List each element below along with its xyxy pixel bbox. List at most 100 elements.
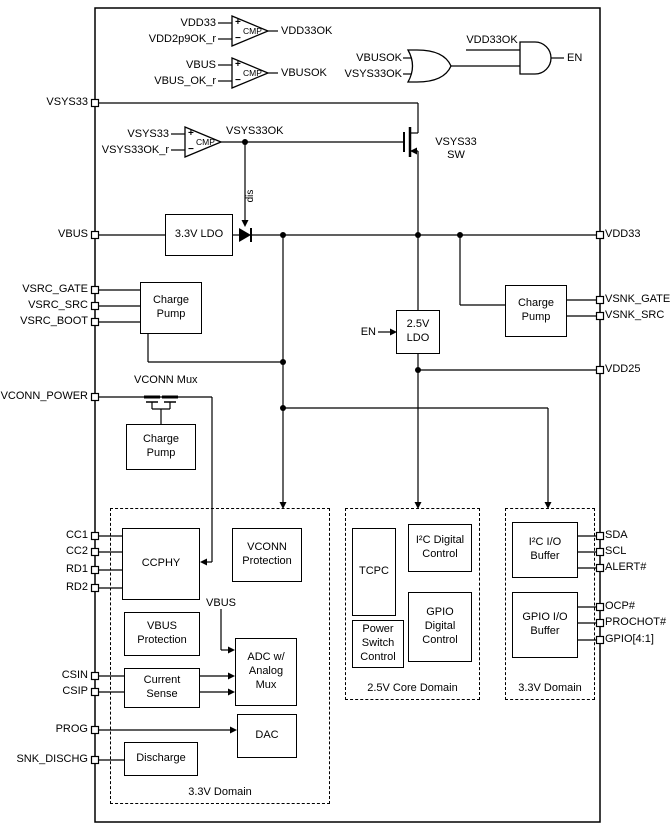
cmp1-in-plus-label: VDD33	[180, 17, 216, 29]
pin-label-vsnk-gate: VSNK_GATE	[605, 293, 671, 305]
pin-label-gpio: GPIO[4:1]	[605, 633, 654, 645]
domain-25v-core	[345, 508, 480, 700]
block-gpio-io-buffer-label: GPIO I/O Buffer	[522, 611, 568, 637]
chip-outline	[94, 7, 601, 823]
pin-label-ocp: OCP#	[605, 600, 635, 612]
pin-label-vbus: VBUS	[58, 228, 88, 240]
block-i2c-digital-control: I²C Digital Control	[408, 524, 472, 572]
comparator-triangle	[231, 15, 270, 47]
pin-label-rd2: RD2	[65, 581, 88, 593]
comparator-logic-wires	[171, 22, 564, 227]
block-ccphy: CCPHY	[122, 528, 200, 600]
block-charge-pump-vconn-label: Charge Pump	[142, 433, 180, 459]
pin-label-vsrc-src: VSRC_SRC	[28, 299, 88, 311]
block-vconn-protection-label: VCONN Protection	[242, 541, 292, 567]
cmp3-minus-sign: −	[188, 144, 194, 155]
block-current-sense-label: Current Sense	[143, 674, 181, 700]
cmp2-minus-sign: −	[235, 75, 241, 86]
comparator-triangle-icons	[184, 15, 270, 158]
domain-33v-right	[505, 508, 595, 700]
block-ccphy-label: CCPHY	[141, 557, 181, 570]
block-charge-pump-source-label: Charge Pump	[152, 294, 190, 320]
en-output-label: EN	[567, 52, 583, 64]
block-gpio-digital-control-label: GPIO Digital Control	[422, 606, 458, 646]
block-charge-pump-source: Charge Pump	[140, 282, 202, 334]
or-in-bottom-label: VSYS33OK	[344, 68, 402, 80]
block-power-switch-control-label: Power Switch Control	[360, 623, 396, 663]
block-gpio-digital-control: GPIO Digital Control	[408, 592, 472, 662]
pin-label-snk-dischg: SNK_DISCHG	[16, 753, 88, 765]
junction-dots	[242, 139, 463, 411]
cmp2-in-minus-label: VBUS_OK_r	[154, 75, 216, 87]
pin-label-scl: SCL	[605, 545, 627, 557]
block-i2c-io-buffer: I²C I/O Buffer	[512, 522, 578, 578]
block-charge-pump-sink: Charge Pump	[505, 285, 567, 337]
vsys33-switch-label: VSYS33 SW	[435, 136, 477, 162]
comparator-triangle	[231, 57, 270, 89]
block-vbus-protection: VBUS Protection	[124, 612, 200, 656]
pin-label-vdd33: VDD33	[605, 228, 641, 240]
domain-33v-left	[110, 508, 330, 804]
block-dac-label: DAC	[255, 729, 279, 742]
cmp1-in-minus-label: VDD2p9OK_r	[148, 33, 216, 45]
cmp3-in-plus-label: VSYS33	[127, 128, 169, 140]
power-rail-wires	[99, 102, 600, 509]
or-in-top-label: VBUSOK	[356, 52, 402, 64]
block-discharge-label: Discharge	[136, 752, 186, 765]
pin-label-csip: CSIP	[62, 685, 88, 697]
pin-label-alert: ALERT#	[605, 561, 647, 573]
cmp2-plus-sign: +	[235, 59, 241, 70]
mosfet-symbol	[403, 127, 417, 157]
domain-33v-left-label: 3.3V Domain	[188, 786, 252, 798]
cmp2-in-plus-label: VBUS	[186, 59, 216, 71]
cmp1-label: CMP	[243, 26, 262, 36]
or-gate-icon	[406, 49, 452, 83]
block-adc-analog-mux-label: ADC w/ Analog Mux	[247, 651, 285, 691]
pin-squares-left	[90, 98, 100, 765]
cmp3-plus-sign: +	[188, 128, 194, 139]
block-vconn-protection: VCONN Protection	[232, 528, 302, 582]
pin-label-cc2: CC2	[65, 545, 88, 557]
cmp3-in-minus-label: VSYS33OK_r	[101, 144, 169, 156]
block-tcpc-label: TCPC	[359, 565, 389, 578]
vconn-mux-label: VCONN Mux	[134, 374, 198, 386]
domain-25v-core-label: 2.5V Core Domain	[367, 682, 458, 694]
pin-label-sda: SDA	[605, 529, 628, 541]
disable-label: dis	[245, 190, 256, 203]
domain-33v-right-label: 3.3V Domain	[518, 682, 582, 694]
pin-label-prog: PROG	[55, 723, 88, 735]
block-vbus-protection-label: VBUS Protection	[137, 620, 187, 646]
block-discharge: Discharge	[124, 742, 198, 776]
pin-label-vsys33: VSYS33	[46, 96, 88, 108]
vconn-wires	[99, 395, 213, 566]
block-i2c-digital-control-label: I²C Digital Control	[415, 534, 465, 560]
cmp3-out-label: VSYS33OK	[226, 125, 284, 137]
block-gpio-io-buffer: GPIO I/O Buffer	[512, 592, 578, 658]
pin-label-vsrc-gate: VSRC_GATE	[22, 283, 88, 295]
block-power-switch-control: Power Switch Control	[352, 620, 404, 668]
pin-label-csin: CSIN	[61, 669, 88, 681]
block-charge-pump-sink-label: Charge Pump	[517, 297, 555, 323]
block-tcpc: TCPC	[352, 528, 396, 616]
block-ldo-33v: 3.3V LDO	[165, 214, 233, 256]
block-ldo-25v-label: 2.5V LDO	[406, 318, 430, 344]
block-adc-analog-mux: ADC w/ Analog Mux	[235, 638, 297, 706]
pin-label-cc1: CC1	[65, 529, 88, 541]
cmp1-plus-sign: +	[235, 17, 241, 28]
block-charge-pump-vconn: Charge Pump	[126, 424, 196, 470]
pin-label-vsnk-src: VSNK_SRC	[605, 309, 665, 321]
cmp2-label: CMP	[243, 68, 262, 78]
block-ldo-33v-label: 3.3V LDO	[174, 228, 224, 241]
left-domain-wires	[99, 535, 237, 761]
diode-symbol	[239, 228, 252, 242]
pin-label-vsrc-boot: VSRC_BOOT	[20, 315, 88, 327]
cmp2-out-label: VBUSOK	[281, 67, 327, 79]
block-current-sense: Current Sense	[124, 668, 200, 708]
comparator-triangle	[184, 126, 223, 158]
pin-squares-right	[595, 230, 605, 645]
pin-label-prochot: PROCHOT#	[605, 616, 667, 628]
cmp3-label: CMP	[196, 137, 215, 147]
pin-label-vconn-power: VCONN_POWER	[0, 390, 88, 402]
